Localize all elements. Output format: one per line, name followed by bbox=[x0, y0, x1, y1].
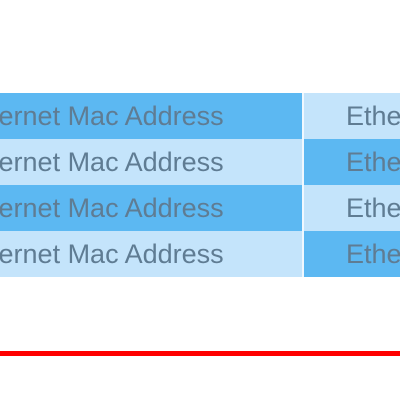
table-row: Ethernet Mac Address Ethe bbox=[0, 139, 400, 185]
cell-text: Ethernet Mac Address bbox=[0, 193, 224, 223]
red-divider-line bbox=[0, 351, 400, 356]
mac-address-table: Ethernet Mac Address Ethe Ethernet Mac A… bbox=[0, 93, 400, 277]
table-row: Ethernet Mac Address Ethe bbox=[0, 93, 400, 139]
cell-text: Ethernet Mac Address bbox=[0, 101, 224, 131]
table-cell-label: Ethernet Mac Address bbox=[0, 185, 302, 231]
cell-text: Ethernet Mac Address bbox=[0, 147, 224, 177]
table-cell-label: Ethernet Mac Address bbox=[0, 139, 302, 185]
table-row: Ethernet Mac Address Ethe bbox=[0, 231, 400, 277]
table-cell-value: Ethe bbox=[302, 231, 400, 277]
table-cell-label: Ethernet Mac Address bbox=[0, 231, 302, 277]
table-cell-value: Ethe bbox=[302, 139, 400, 185]
table-cell-label: Ethernet Mac Address bbox=[0, 93, 302, 139]
table-cell-value: Ethe bbox=[302, 93, 400, 139]
table-row: Ethernet Mac Address Ethe bbox=[0, 185, 400, 231]
table-cell-value: Ethe bbox=[302, 185, 400, 231]
cell-text: Ethernet Mac Address bbox=[0, 239, 224, 269]
